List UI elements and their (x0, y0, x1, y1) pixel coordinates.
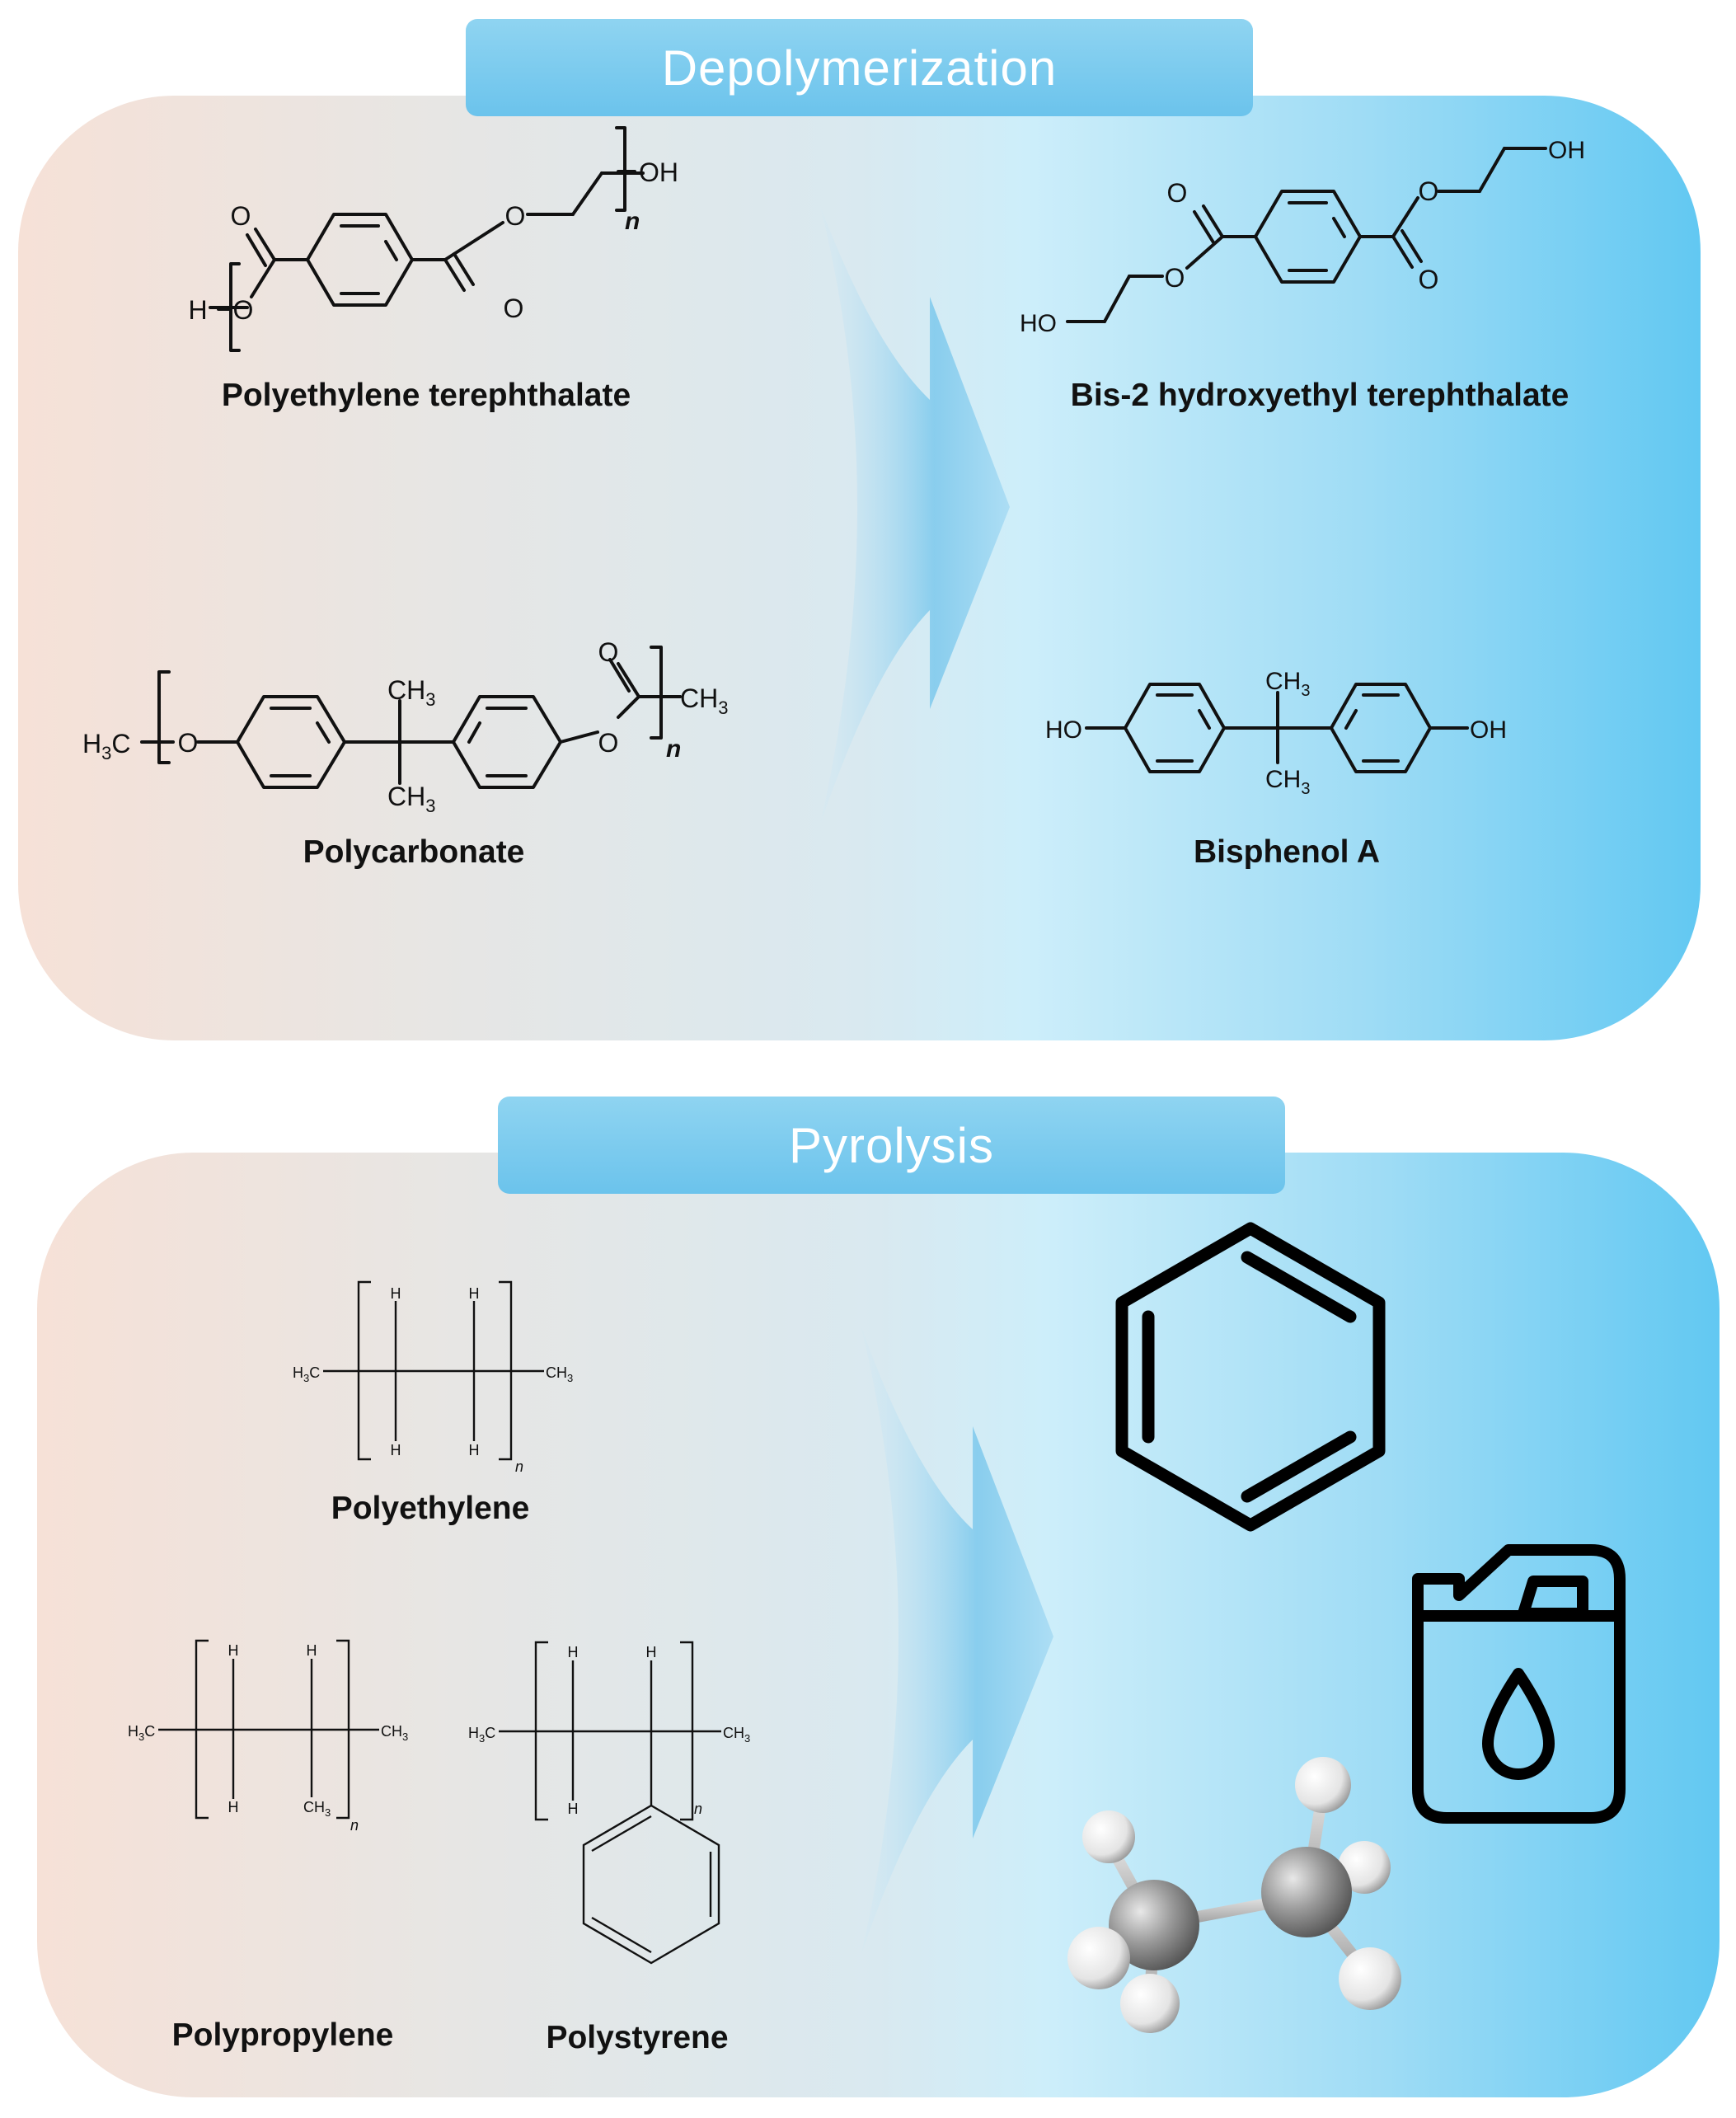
polycarbonate-label: Polycarbonate (303, 834, 525, 870)
ps-methyl-left: H3C (468, 1725, 495, 1745)
bisphenol-a-label: Bisphenol A (1193, 834, 1381, 870)
pe-h-3: H (391, 1442, 401, 1458)
pp-h-1: H (228, 1642, 239, 1659)
pc-repeat-n: n (666, 735, 681, 763)
pyrolysis-banner: Pyrolysis (498, 1097, 1285, 1194)
pp-methyl-side: CH3 (303, 1799, 331, 1819)
bpa-hydroxyl-right: OH (1470, 716, 1507, 744)
pe-h-1: H (391, 1285, 401, 1302)
bhet-carbonyl-oxygen-1: O (1167, 178, 1188, 208)
pe-h-4: H (469, 1442, 480, 1458)
pet-repeat-n: n (625, 208, 640, 235)
pet-carbonyl-oxygen-2: O (504, 294, 524, 323)
polypropylene-label: Polypropylene (171, 2017, 394, 2053)
pc-methyl-bottom: CH3 (387, 782, 435, 816)
pe-repeat-n: n (515, 1458, 523, 1475)
pet-hydroxyl: OH (639, 157, 678, 187)
pc-methyl-top: CH3 (387, 675, 435, 710)
pyrolysis-panel (37, 1153, 1720, 2097)
pp-repeat-n: n (350, 1817, 359, 1834)
ps-h-1: H (568, 1644, 579, 1660)
polyethylene-label: Polyethylene (331, 1491, 530, 1526)
bhet-label: Bis-2 hydroxyethyl terephthalate (1070, 378, 1569, 413)
bpa-methyl-top: CH3 (1265, 668, 1310, 700)
polystyrene-label: Polystyrene (546, 2020, 729, 2055)
bhet-carbonyl-oxygen-2: O (1419, 265, 1439, 294)
ps-repeat-n: n (694, 1801, 702, 1817)
pp-methyl-right: CH3 (381, 1723, 408, 1743)
pet-label: Polyethylene terephthalate (221, 378, 631, 413)
pet-ester-oxygen-2: O (505, 201, 526, 231)
pc-end-methyl-left: H3C (82, 729, 130, 763)
pe-h-2: H (469, 1285, 480, 1302)
bpa-hydroxyl-left: HO (1045, 716, 1082, 744)
pc-carbonyl-oxygen: O (598, 637, 619, 667)
pp-methyl-left: H3C (128, 1723, 155, 1743)
bhet-ester-oxygen-2: O (1419, 176, 1439, 206)
ps-h-2: H (646, 1644, 657, 1660)
pc-oxygen-left: O (178, 728, 199, 758)
depolymerization-banner: Depolymerization (466, 19, 1253, 116)
pe-methyl-left: H3C (293, 1364, 320, 1384)
pp-h-3: H (228, 1799, 239, 1815)
pc-end-methyl-right: CH3 (680, 683, 728, 718)
bhet-ester-oxygen-1: O (1165, 263, 1185, 293)
bhet-hydroxyl-1: HO (1020, 310, 1057, 337)
ps-methyl-right: CH3 (723, 1725, 750, 1745)
pp-h-2: H (307, 1642, 317, 1659)
pc-oxygen-right: O (598, 728, 619, 758)
pet-ester-oxygen-1: O (233, 295, 254, 325)
bhet-hydroxyl-2: OH (1548, 137, 1585, 164)
pe-methyl-right: CH3 (546, 1364, 573, 1384)
pet-end-hydrogen: H (188, 295, 207, 325)
ps-h-3: H (568, 1801, 579, 1817)
pet-carbonyl-oxygen-1: O (231, 201, 251, 231)
bpa-methyl-bottom: CH3 (1265, 766, 1310, 798)
